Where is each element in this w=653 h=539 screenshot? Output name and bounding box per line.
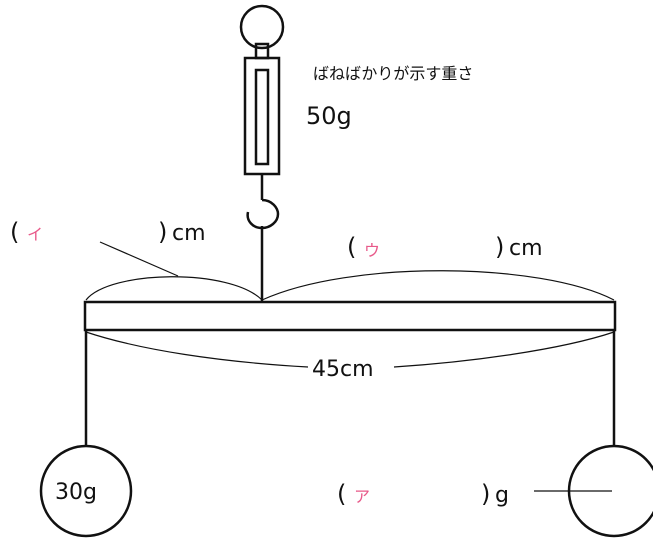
label-i-unit: cm	[172, 221, 206, 246]
label-a-unit: g	[495, 483, 509, 508]
hanging-strings	[84, 330, 616, 447]
lever-bar-body	[83, 300, 617, 332]
scale-connector	[254, 42, 270, 60]
brace-i	[85, 276, 263, 301]
label-i-close: )	[158, 218, 167, 246]
left-weight-label: 30g	[55, 480, 97, 505]
scale-hook	[246, 198, 280, 230]
left-weight	[39, 444, 133, 538]
label-i-mark: イ	[27, 225, 43, 244]
label-u-open: (	[347, 233, 356, 261]
brace-total-left	[85, 331, 309, 368]
label-u-close: )	[495, 233, 504, 261]
lever-bar	[83, 300, 617, 332]
scale-body	[243, 56, 281, 176]
label-a-mark: ア	[354, 487, 370, 506]
scale-value: 50g	[306, 102, 352, 130]
label-a-close: )	[481, 480, 490, 508]
brace-arcs	[85, 241, 615, 368]
label-u-mark: ウ	[364, 241, 380, 260]
spring-scale	[239, 4, 285, 302]
label-u-unit: cm	[509, 236, 543, 261]
label-a-open: (	[337, 480, 346, 508]
scale-top-ring	[239, 4, 285, 50]
brace-total-right	[393, 331, 615, 368]
label-i-open: (	[10, 218, 19, 246]
brace-u	[261, 270, 615, 301]
total-length-label: 45cm	[312, 357, 374, 382]
scale-label: ばねばかりが示す重さ	[313, 64, 473, 83]
weights	[39, 444, 653, 538]
scale-window	[254, 68, 270, 166]
leader-i	[99, 241, 179, 277]
